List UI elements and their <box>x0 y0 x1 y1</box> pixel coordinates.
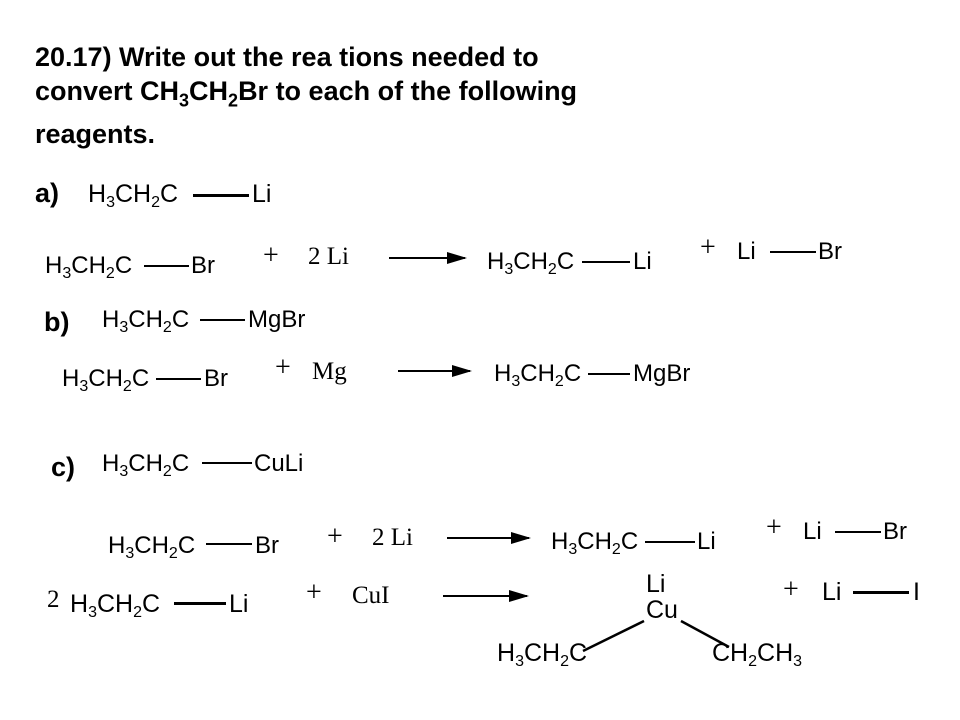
part-a-target-bond <box>193 194 249 197</box>
title-line-2: convert CH3CH2Br to each of the followin… <box>35 76 578 111</box>
title-line-1: 20.17) Write out the rea tions needed to <box>35 42 539 72</box>
c1-byproduct-li: Li <box>803 518 822 545</box>
c1-reactant-bond <box>206 543 252 545</box>
c1-plus-2: + <box>766 512 782 543</box>
b-reagent-mg: Mg <box>312 358 347 385</box>
cuprate-right-ethyl: CH2CH3 <box>712 639 803 670</box>
c1-plus-1: + <box>327 521 343 552</box>
a-product-bond <box>582 261 630 263</box>
part-b-label: b) <box>44 307 70 337</box>
c1-product-ethyl: H3CH2C <box>551 528 639 558</box>
cu-left-bond <box>582 619 645 653</box>
part-b-target-ethyl: H3CH2C <box>102 306 190 336</box>
b-reactant-br: Br <box>204 365 228 392</box>
c1-product-li: Li <box>697 528 716 555</box>
c2-reagent-cui: CuI <box>352 582 390 609</box>
a-reaction-arrow <box>389 252 467 264</box>
a-reactant-br: Br <box>191 252 215 279</box>
b-product-bond <box>588 373 630 375</box>
a-plus-2: + <box>700 232 716 263</box>
a-byproduct-bond <box>770 251 816 253</box>
part-c-target-bond <box>202 462 252 464</box>
c1-reactant-br: Br <box>255 532 279 559</box>
a-product-li: Li <box>633 248 652 275</box>
part-c-label: c) <box>51 452 76 482</box>
a-product-ethyl: H3CH2C <box>487 248 575 278</box>
cu-right-bond <box>680 619 730 649</box>
a-reactant-bond <box>144 265 189 267</box>
part-a-label: a) <box>35 178 60 208</box>
c2-byproduct-i: I <box>913 578 920 606</box>
b-reactant-ethyl: H3CH2C <box>62 365 150 395</box>
c1-byproduct-bond <box>835 531 881 533</box>
a-byproduct-br: Br <box>818 238 842 265</box>
title-line-3: reagents. <box>35 119 156 150</box>
a-reagent-2li: 2 Li <box>308 243 349 270</box>
c2-reactant-bond <box>174 602 226 605</box>
c2-plus-1: + <box>306 577 322 608</box>
c2-plus-2: + <box>783 574 799 605</box>
b-plus: + <box>275 352 291 383</box>
b-reaction-arrow <box>398 365 472 377</box>
b-product-ethyl: H3CH2C <box>494 360 582 390</box>
c1-byproduct-br: Br <box>883 518 907 545</box>
part-c-target-group: CuLi <box>254 450 304 477</box>
cuprate-cu: Cu <box>646 596 678 624</box>
c2-coefficient-2: 2 <box>47 586 60 613</box>
cuprate-li: Li <box>646 570 666 598</box>
problem-title: 20.17) Write out the rea tions needed to… <box>35 40 577 151</box>
part-b-target-bond <box>200 319 245 321</box>
b-reactant-bond <box>156 378 201 380</box>
part-a-target-ethyl: H3CH2C <box>88 180 179 211</box>
a-plus-1: + <box>263 240 279 271</box>
c2-reaction-arrow <box>443 590 529 602</box>
a-byproduct-li: Li <box>737 238 756 265</box>
b-product-mgbr: MgBr <box>633 360 691 387</box>
part-c-target-ethyl: H3CH2C <box>102 450 190 480</box>
a-reactant-ethyl: H3CH2C <box>45 252 133 282</box>
c2-reactant-li: Li <box>229 590 249 618</box>
c2-byproduct-li: Li <box>822 578 842 606</box>
c2-reactant-ethyl: H3CH2C <box>70 590 161 621</box>
part-b-target-group: MgBr <box>248 306 306 333</box>
c1-reactant-ethyl: H3CH2C <box>108 532 196 562</box>
c1-reaction-arrow <box>447 532 531 544</box>
cuprate-left-ethyl: H3CH2C <box>497 639 588 670</box>
part-a-target-group: Li <box>252 180 272 208</box>
c1-reagent-2li: 2 Li <box>372 524 413 551</box>
c2-byproduct-bond <box>853 591 909 594</box>
c1-product-bond <box>645 541 695 543</box>
